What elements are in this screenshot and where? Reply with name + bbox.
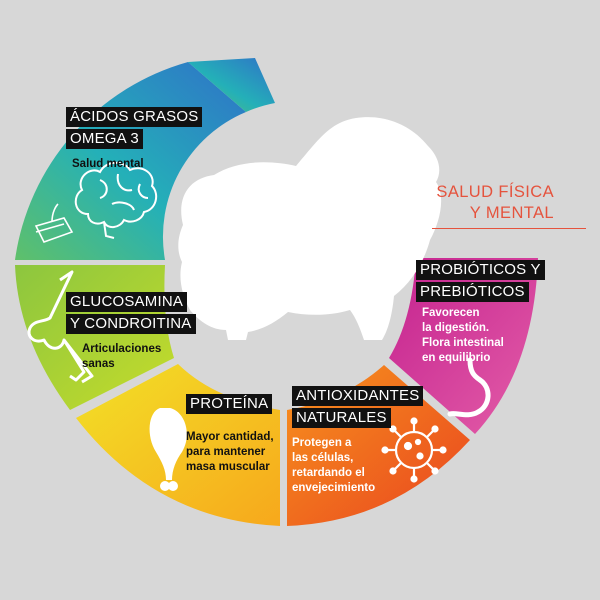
title-underline [432, 228, 586, 229]
tag-omega3-line2: OMEGA 3 [66, 129, 143, 149]
diagram-title: SALUD FÍSICA Y MENTAL [436, 183, 554, 222]
tag-omega3-line1: ÁCIDOS GRASOS [66, 107, 203, 127]
segment-omega3-top [188, 58, 275, 112]
label-probioticos: PROBIÓTICOS Y PREBIÓTICOS Favorecen la d… [416, 260, 545, 366]
tag-probioticos-line1: PROBIÓTICOS Y [416, 260, 545, 280]
desc-probioticos: Favorecen la digestión. Flora intestinal… [422, 307, 504, 364]
desc-proteina: Mayor cantidad, para mantener masa muscu… [186, 431, 274, 473]
virus-cell-icon [381, 417, 447, 483]
tag-glucosamina-line1: GLUCOSAMINA [66, 292, 188, 312]
desc-antioxidantes: Protegen a las células, retardando el en… [292, 437, 376, 494]
stomach-icon [447, 357, 491, 418]
brain-icon [74, 161, 158, 239]
desc-glucosamina: Articulaciones sanas [82, 343, 162, 370]
label-omega3: ÁCIDOS GRASOS OMEGA 3 Salud mental [66, 107, 203, 172]
knee-joint-icon [27, 270, 94, 384]
label-proteina: PROTEÍNA Mayor cantidad, para mantener m… [186, 394, 274, 475]
label-antioxidantes: ANTIOXIDANTES NATURALES Protegen a las c… [292, 386, 424, 496]
tag-glucosamina-line2: Y CONDROITINA [66, 314, 196, 334]
segment-probioticos [389, 258, 538, 434]
tag-antioxidantes-line1: ANTIOXIDANTES [292, 386, 424, 406]
label-glucosamina: GLUCOSAMINA Y CONDROITINA Articulaciones… [66, 292, 196, 372]
desc-omega3: Salud mental [72, 158, 144, 170]
drumstick-icon [149, 408, 187, 491]
tag-proteina: PROTEÍNA [186, 394, 273, 414]
skin-icon [34, 203, 74, 243]
tag-probioticos-line2: PREBIÓTICOS [416, 282, 529, 302]
tag-antioxidantes-line2: NATURALES [292, 408, 391, 428]
dog-silhouette-icon [178, 117, 442, 340]
